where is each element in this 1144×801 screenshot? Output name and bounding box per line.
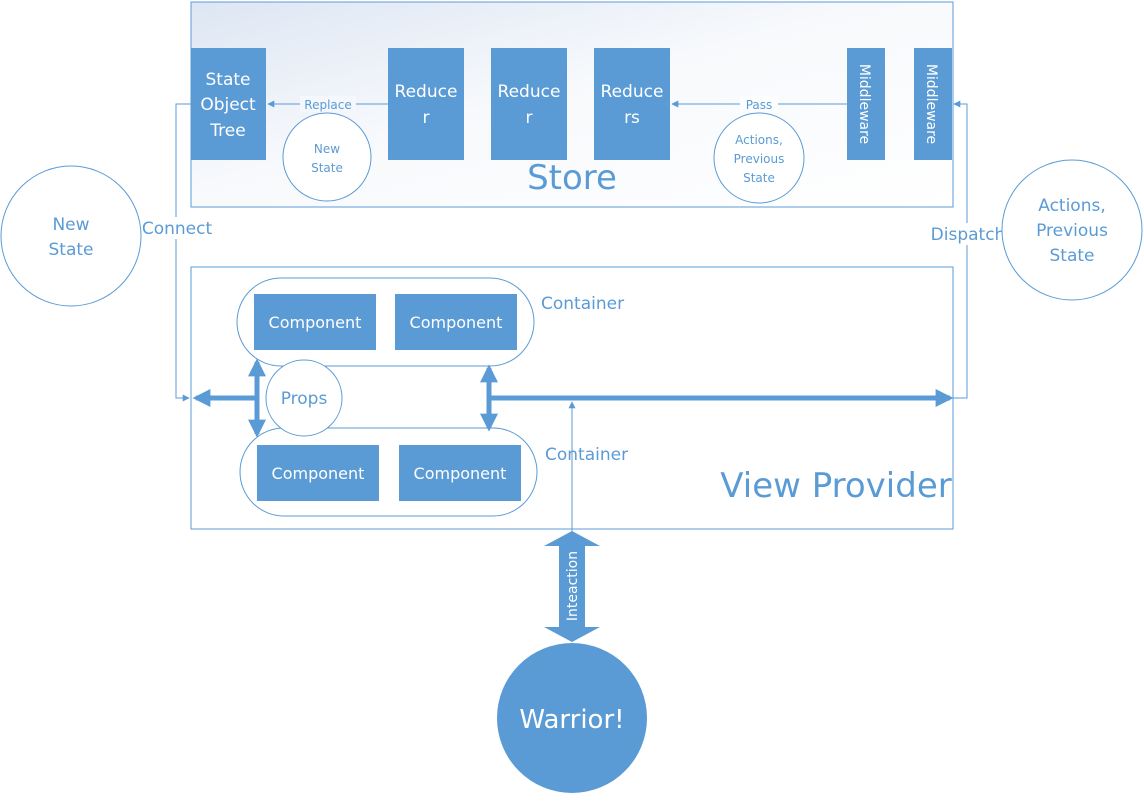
store-actions-line-2: Previous	[734, 152, 785, 166]
warrior-label: Warrior!	[519, 705, 624, 735]
component-3-label: Component	[272, 464, 365, 483]
reducer-3-line-2: rs	[624, 108, 640, 128]
store-actions-line-3: State	[743, 171, 775, 185]
state-tree-line-1: State	[206, 70, 251, 90]
reducer-box-2: Reduce r	[491, 48, 567, 160]
replace-arrow: Replace	[267, 96, 388, 112]
component-box-2: Component	[395, 294, 517, 350]
interaction-arrow: Inteaction	[544, 531, 600, 642]
warrior-circle: Warrior!	[497, 643, 647, 793]
view-provider-label: View Provider	[720, 466, 951, 506]
replace-label: Replace	[304, 98, 351, 112]
reducer-2-line-1: Reduce	[498, 82, 561, 102]
reducer-3-line-1: Reduce	[601, 82, 664, 102]
container-bottom-label: Container	[545, 445, 628, 465]
state-tree-line-3: Tree	[209, 121, 245, 141]
component-box-3: Component	[257, 445, 379, 501]
store-new-state-bubble: New State	[282, 112, 372, 202]
side-actions-bubble: Actions, Previous State	[1001, 159, 1143, 301]
reducer-1-line-2: r	[423, 108, 430, 128]
connect-line: Connect	[140, 103, 214, 402]
middleware-box-1: Middleware	[847, 48, 885, 160]
component-box-4: Component	[399, 445, 521, 501]
store-label: Store	[527, 158, 617, 198]
side-actions-line-1: Actions,	[1038, 196, 1106, 216]
reducer-box-3: Reduce rs	[594, 48, 670, 160]
middleware-1-label: Middleware	[856, 64, 872, 144]
props-arrows	[192, 358, 954, 438]
side-actions-line-2: Previous	[1036, 221, 1108, 241]
container-top-label: Container	[541, 294, 624, 314]
component-4-label: Component	[414, 464, 507, 483]
side-new-state-bubble: New State	[0, 165, 142, 307]
reducer-box-1: Reduce r	[388, 48, 464, 160]
pass-arrow: Pass	[671, 96, 847, 112]
store-new-state-line-2: State	[311, 161, 343, 175]
side-new-state-line-1: New	[52, 215, 89, 235]
reducer-1-line-1: Reduce	[395, 82, 458, 102]
store-new-state-line-1: New	[314, 142, 340, 156]
side-actions-line-3: State	[1050, 246, 1095, 266]
state-tree-line-2: Object	[200, 95, 256, 115]
middleware-2-label: Middleware	[923, 64, 939, 144]
state-object-tree: State Object Tree	[191, 48, 266, 160]
store-actions-line-1: Actions,	[735, 133, 783, 147]
side-new-state-line-2: State	[49, 240, 94, 260]
component-box-1: Component	[254, 294, 376, 350]
props-bubble: Props	[265, 359, 343, 437]
store-actions-bubble: Actions, Previous State	[713, 112, 805, 204]
props-label: Props	[281, 389, 328, 409]
middleware-box-2: Middleware	[914, 48, 952, 160]
connect-label: Connect	[142, 219, 213, 239]
component-2-label: Component	[410, 313, 503, 332]
dispatch-line: Dispatch	[931, 100, 1006, 399]
component-1-label: Component	[269, 313, 362, 332]
dispatch-label: Dispatch	[931, 225, 1006, 245]
reducer-2-line-2: r	[526, 108, 533, 128]
interaction-label: Inteaction	[565, 551, 581, 621]
pass-label: Pass	[746, 98, 773, 112]
